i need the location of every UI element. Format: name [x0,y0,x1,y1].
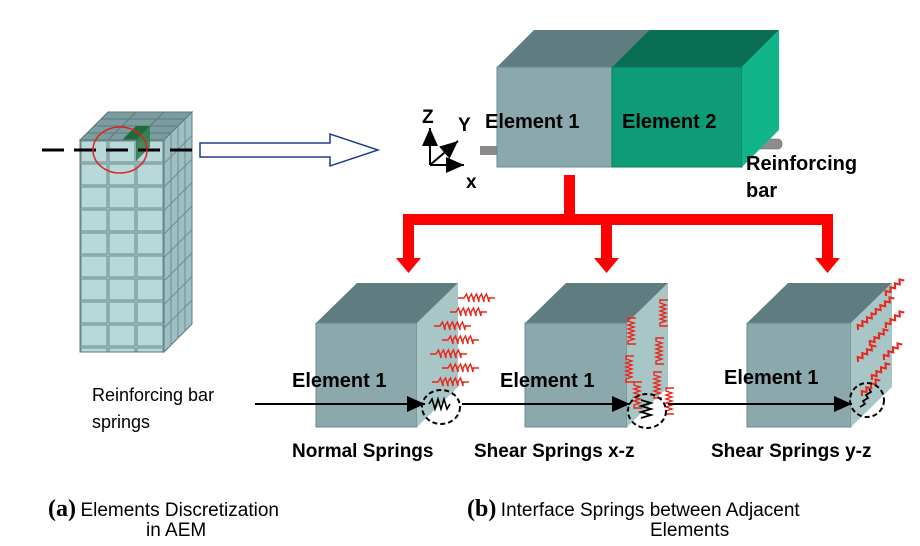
panel1-element-label: Element 1 [292,370,387,392]
axis-x-label: x [466,172,477,193]
shear-xz-spring-icon [623,355,635,383]
element2-label: Element 2 [622,111,717,133]
normal-spring-icon [430,348,467,359]
column-side-row-line [163,158,193,188]
shear-yz-spring-icon [874,296,895,315]
shear-yz-spring-icon [860,378,881,397]
shear-yz-spring-icon [856,312,877,331]
caption-b: (b) Interface Springs between Adjacent [467,496,800,523]
shear-xz-spring-icon [663,387,675,415]
axis-z-label: Z [422,107,434,128]
normal-springs-caption: Normal Springs [292,441,434,462]
shear-yz-caption: Shear Springs y-z [711,441,872,462]
shear-yz-spring-icon [884,310,905,329]
column-side-row-line [163,276,193,305]
caption-a-text-line1: Elements Discretization [80,500,279,521]
shear-xz-spring-icon [631,381,643,409]
selected-element [122,126,150,140]
shear-yz-spring-icon [856,344,877,363]
shear-yz-spring-icon [868,328,889,347]
caption-a-text-line2: in AEM [146,520,207,541]
springs-label-line1: Reinforcing bar [92,385,215,405]
shear-yz-spring-icon [882,342,903,361]
discretized-column [42,110,200,354]
shear-xz-spring-icon [625,317,637,345]
caption-b-letter: (b) [467,496,497,522]
panel2-element-label: Element 1 [500,370,595,392]
column-side-row-line [163,182,193,211]
column-side-row-line [163,299,193,329]
springs-label-line2: springs [92,412,151,432]
column-side-row-line [163,205,193,235]
reinforcing-bar-label-line2: bar [746,180,778,202]
reinforcing-bar-label-line1: Reinforcing [746,153,858,175]
normal-spring-icon [442,362,479,373]
element1-label: Element 1 [485,111,580,133]
normal-spring-icon [442,334,479,345]
shear-yz-spring-icon [884,278,905,297]
spring-panel-normal [315,283,495,428]
red-arrow-tree [396,175,840,273]
shear-xz-spring-icon [653,337,665,365]
shear-yz-spring-icon [870,362,891,381]
shear-xz-spring-icon [651,371,663,399]
normal-spring-icon [434,320,471,331]
column-side-row-line [163,229,193,258]
element-pair [480,30,783,168]
normal-spring-icon [458,292,495,303]
axis-triad [422,128,464,173]
caption-a-letter: (a) [48,496,76,522]
panel3-element-label: Element 1 [724,367,819,389]
axis-y-label: Y [458,115,471,136]
caption-b-text-line1: Interface Springs between Adjacent [500,500,800,521]
caption-a: (a) Elements Discretization [48,496,279,523]
caption-b-text-line2: Elements [650,520,730,541]
highlight-circle [92,126,148,174]
normal-spring-icon [450,306,487,317]
zoom-arrow [199,132,381,168]
column-side-row-line [163,252,193,282]
shear-xz-spring-icon [657,299,669,327]
normal-spring-icon [432,376,469,387]
spring-panel-shear-xz [524,283,675,428]
bar-spring-markers [421,382,885,429]
shear-xz-caption: Shear Springs x-z [474,441,635,462]
